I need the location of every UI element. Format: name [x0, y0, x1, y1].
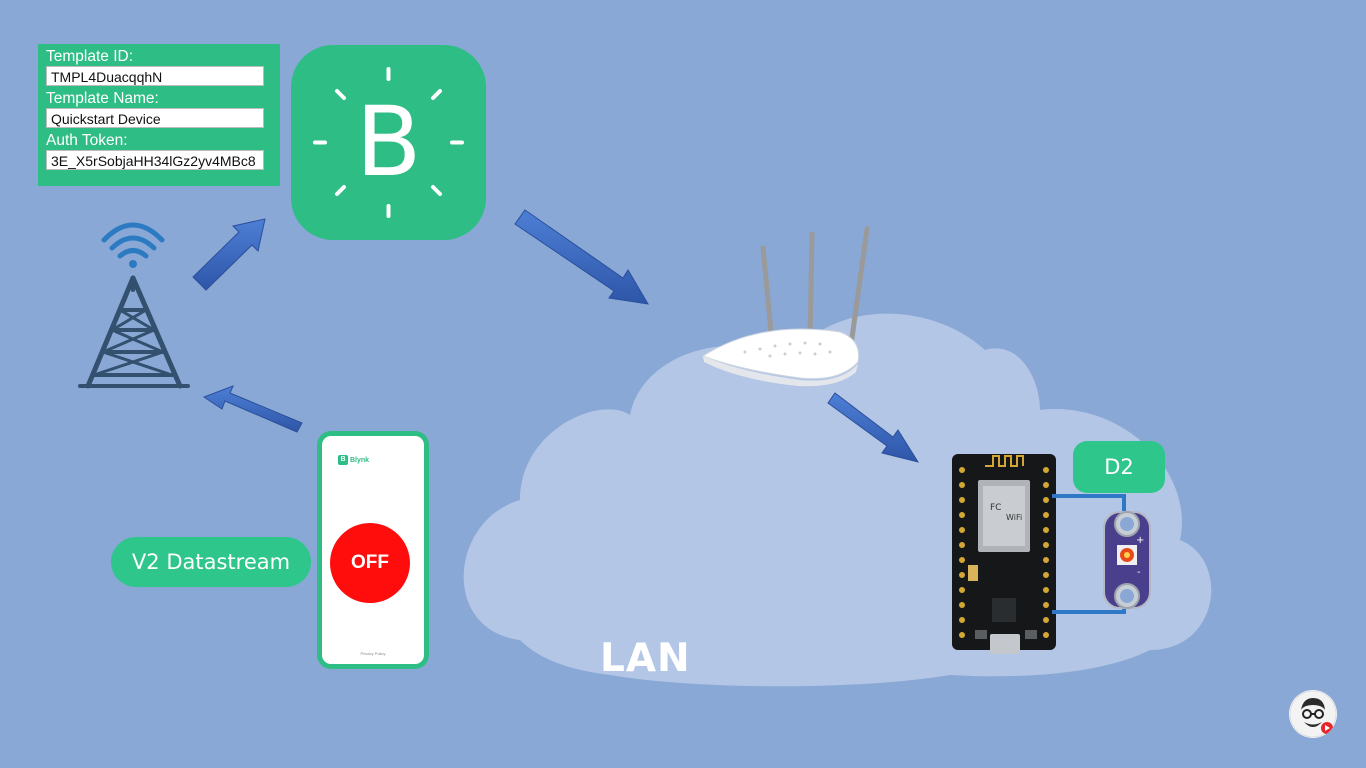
phone-app: B Blynk OFF Privacy Policy	[317, 431, 429, 669]
svg-text:+: +	[1136, 535, 1144, 546]
arrow-blynk-to-router	[514, 209, 649, 305]
d2-pin-pill: D2	[1073, 441, 1165, 493]
template-id-label: Template ID:	[46, 48, 134, 65]
template-info-card: Template ID: TMPL4DuacqqhN Template Name…	[38, 44, 280, 186]
phone-brand-label: Blynk	[350, 457, 370, 464]
off-toggle-button[interactable]: OFF	[330, 523, 410, 603]
wifi-tower-icon	[78, 222, 190, 389]
arrow-tower-to-blynk	[192, 218, 266, 291]
svg-text:FC: FC	[990, 503, 1001, 513]
wire-d2	[1052, 494, 1126, 512]
privacy-policy-link[interactable]: Privacy Policy	[360, 651, 386, 656]
phone-screen: B Blynk OFF Privacy Policy	[322, 436, 424, 664]
blynk-app-icon: B	[338, 455, 348, 465]
led-module-icon: + -	[1103, 511, 1151, 609]
channel-avatar-icon[interactable]	[1289, 690, 1337, 738]
auth-token-field[interactable]: 3E_X5rSobjaHH34lGz2yv4MBc8	[46, 150, 264, 170]
svg-text:WiFi: WiFi	[1006, 513, 1022, 522]
blynk-rays-icon	[313, 67, 464, 218]
template-name-label: Template Name:	[46, 90, 159, 107]
auth-token-label: Auth Token:	[46, 132, 128, 149]
template-name-field[interactable]: Quickstart Device	[46, 108, 264, 128]
lan-label: LAN	[600, 636, 691, 681]
v2-datastream-pill: V2 Datastream	[111, 537, 311, 587]
arrow-router-to-board	[827, 392, 920, 463]
router-icon	[701, 226, 870, 387]
esp8266-board-icon: FC WiFi	[952, 454, 1056, 654]
template-id-field[interactable]: TMPL4DuacqqhN	[46, 66, 264, 86]
blynk-logo: B	[291, 45, 486, 240]
arrow-phone-to-tower	[202, 385, 303, 433]
blynk-logo-letter: B	[355, 86, 422, 198]
svg-text:-: -	[1137, 567, 1141, 578]
